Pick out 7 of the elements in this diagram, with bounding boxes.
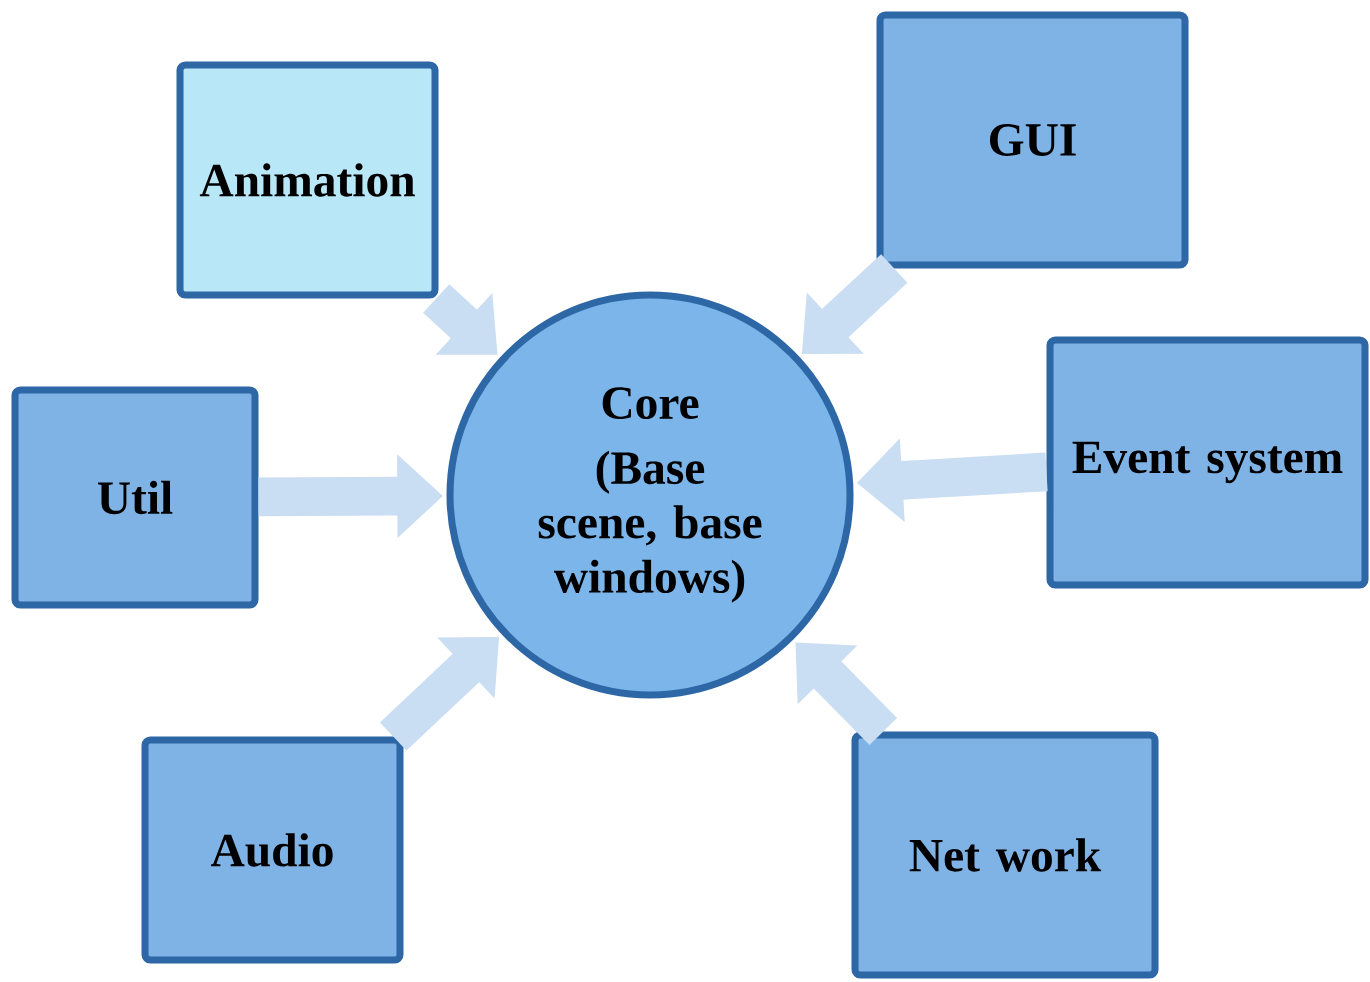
block-arrow — [795, 642, 898, 746]
module-box: Net work — [851, 731, 1159, 979]
module-box: Event system — [1046, 336, 1369, 589]
module-box: Util — [11, 386, 259, 609]
module-box: Audio — [141, 736, 404, 964]
module-box: Animation — [176, 61, 439, 299]
module-box: GUI — [876, 11, 1189, 269]
